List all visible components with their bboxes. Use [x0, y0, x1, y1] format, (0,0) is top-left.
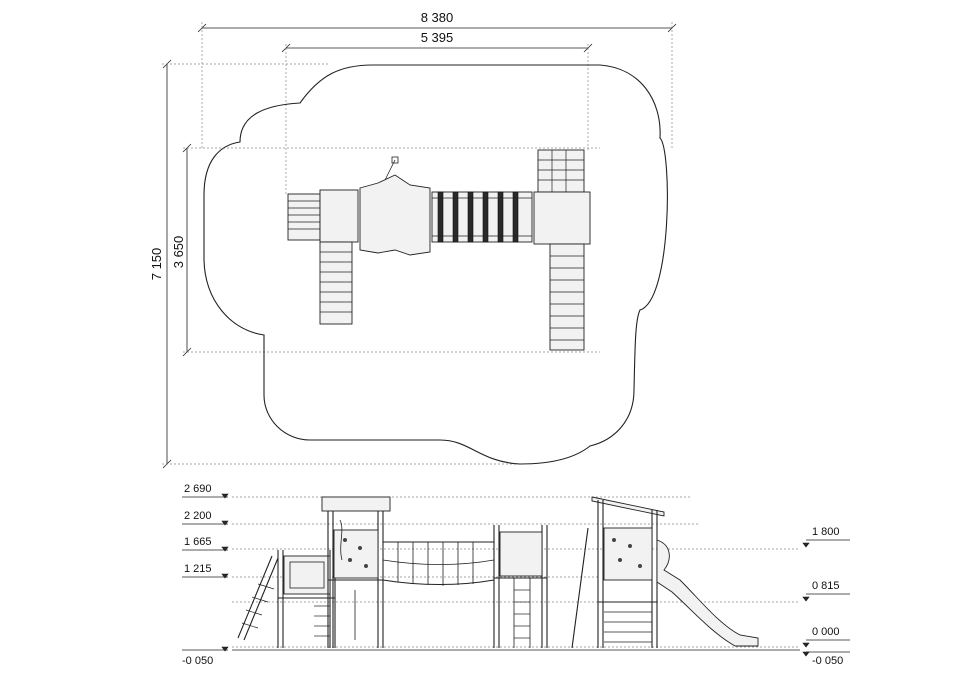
safety-zone-outline — [203, 64, 668, 465]
level-label-1800: 1 800 — [812, 526, 840, 538]
level-label-minus-0050-right: -0 050 — [812, 655, 843, 667]
overall-width-label: 8 380 — [421, 10, 454, 25]
dimension-overall-depth: 7 150 — [149, 59, 520, 469]
elevation-view: 2 690 2 200 1 665 1 215 -0 050 1 800 0 8… — [182, 483, 850, 667]
plan-central-roof — [359, 156, 431, 256]
left-level-markers: 2 690 2 200 1 665 1 215 -0 050 — [182, 483, 229, 667]
plan-right-tower — [533, 149, 591, 351]
elevation-mid-tower — [493, 525, 548, 648]
right-level-markers: 1 800 0 815 0 000 -0 050 — [802, 526, 850, 667]
dimension-overall-width: 8 380 — [197, 10, 677, 150]
level-label-2690: 2 690 — [184, 483, 212, 495]
dimension-structure-depth: 3 650 — [171, 143, 600, 357]
plan-left-tower — [287, 189, 359, 325]
plan-bridge — [431, 191, 533, 243]
elevation-left-tower — [237, 550, 336, 648]
level-label-1215: 1 215 — [184, 563, 212, 575]
plan-view: 8 380 5 395 7 150 3 650 — [149, 10, 677, 469]
structure-depth-label: 3 650 — [171, 236, 186, 269]
overall-depth-label: 7 150 — [149, 248, 164, 281]
level-label-2200: 2 200 — [184, 510, 212, 522]
level-label-0815: 0 815 — [812, 580, 840, 592]
elevation-bridge — [382, 541, 495, 586]
elevation-central-tower — [321, 496, 391, 648]
level-label-0000: 0 000 — [812, 626, 840, 638]
level-label-minus-0050-left: -0 050 — [182, 655, 213, 667]
level-label-1665: 1 665 — [184, 536, 212, 548]
structure-width-label: 5 395 — [421, 30, 454, 45]
dimension-structure-width: 5 395 — [281, 30, 593, 195]
elevation-right-tower — [571, 496, 759, 649]
